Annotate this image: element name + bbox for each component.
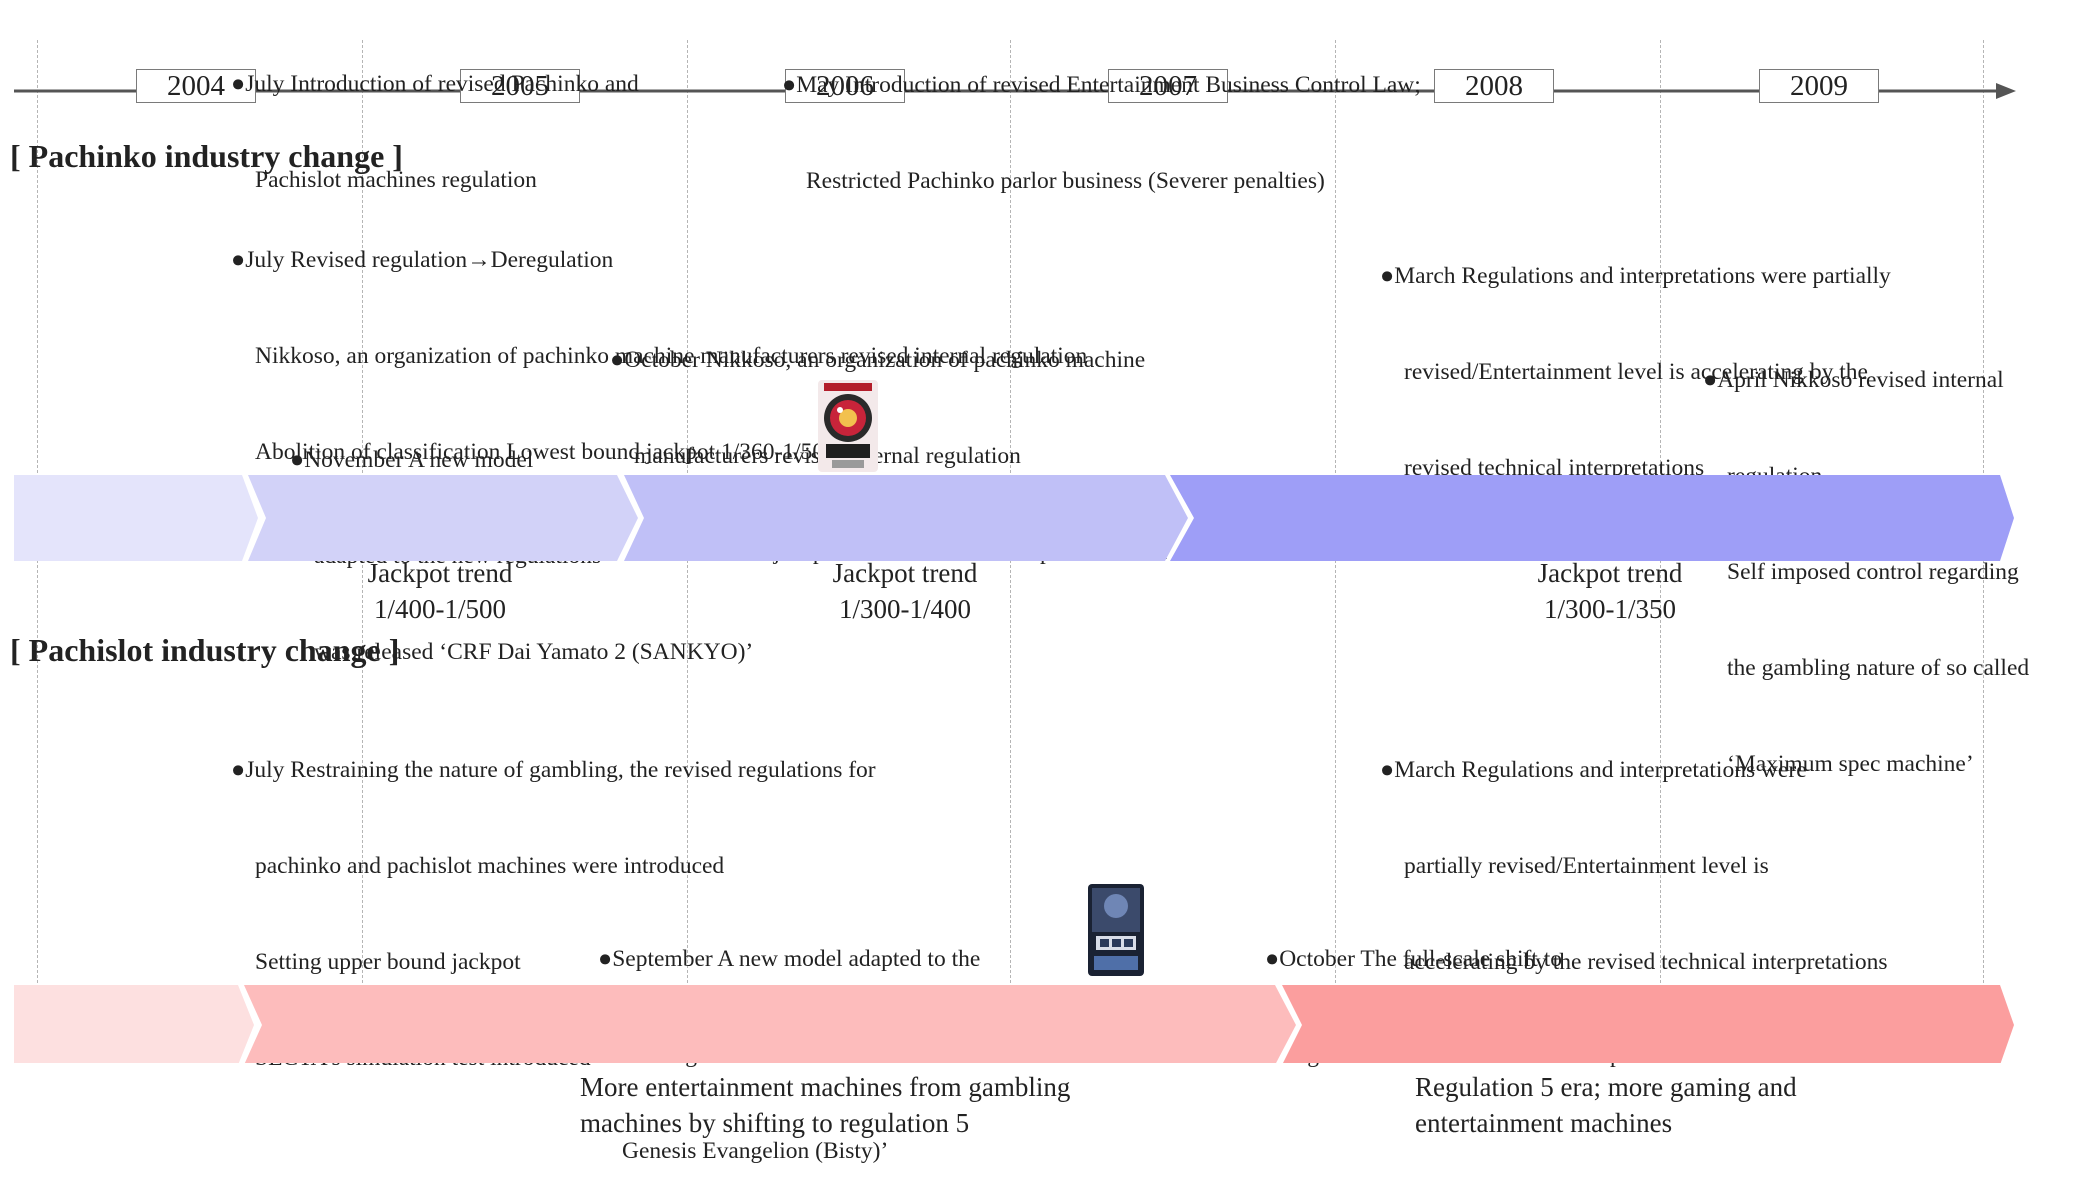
- pachinko-event-2009-april: ●April Nikkoso revised internal regulati…: [1703, 367, 2030, 777]
- pachinko-band-4: [1170, 475, 2014, 561]
- bullet-icon: ●: [598, 946, 613, 972]
- pachislot-machine-image: [1088, 884, 1144, 976]
- bullet-icon: ●: [231, 71, 246, 97]
- pachislot-event-2008-march: ●March Regulations and interpretations w…: [1380, 757, 1888, 975]
- pachinko-band-1: [14, 475, 258, 561]
- pachinko-event-2005-july: ●July Revised regulation→Deregulation Ni…: [231, 247, 1088, 465]
- pachislot-band-1: [14, 985, 254, 1063]
- bullet-icon: ●: [1265, 946, 1280, 972]
- pachinko-machine-image: [818, 380, 878, 472]
- bullet-icon: ●: [610, 347, 625, 373]
- year-2006: 2006: [785, 69, 905, 103]
- bullet-icon: ●: [1703, 367, 1718, 393]
- year-2005: 2005: [460, 69, 580, 103]
- year-2008: 2008: [1434, 69, 1554, 103]
- bullet-icon: ●: [782, 72, 797, 98]
- year-2007: 2007: [1108, 69, 1228, 103]
- bullet-icon: ●: [231, 247, 246, 273]
- pachislot-band-3: [1282, 985, 2014, 1063]
- pachislot-band-label-1: More entertainment machines from gamblin…: [580, 1072, 1071, 1138]
- pachislot-bands: [14, 985, 2014, 1063]
- year-2009: 2009: [1759, 69, 1879, 103]
- pachinko-section-title: [ Pachinko industry change ]: [10, 138, 403, 174]
- year-2004: 2004: [136, 69, 256, 103]
- bullet-icon: ●: [290, 447, 305, 473]
- pachislot-section-title: [ Pachislot industry change ]: [10, 632, 400, 668]
- timeline-axis: [14, 83, 2016, 99]
- pachinko-band-3: [624, 475, 1188, 561]
- pachinko-band-2: [248, 475, 638, 561]
- bullet-icon: ●: [1380, 263, 1395, 289]
- pachinko-bands: [14, 475, 2014, 561]
- pachislot-band-2: [244, 985, 1296, 1063]
- bullet-icon: ●: [1380, 757, 1395, 783]
- top-event-2005-july: ●July Introduction of revised Pachinko a…: [231, 71, 639, 193]
- top-event-2006-may: ●May Introduction of revised Entertainme…: [782, 72, 1421, 194]
- bullet-icon: ●: [231, 757, 246, 783]
